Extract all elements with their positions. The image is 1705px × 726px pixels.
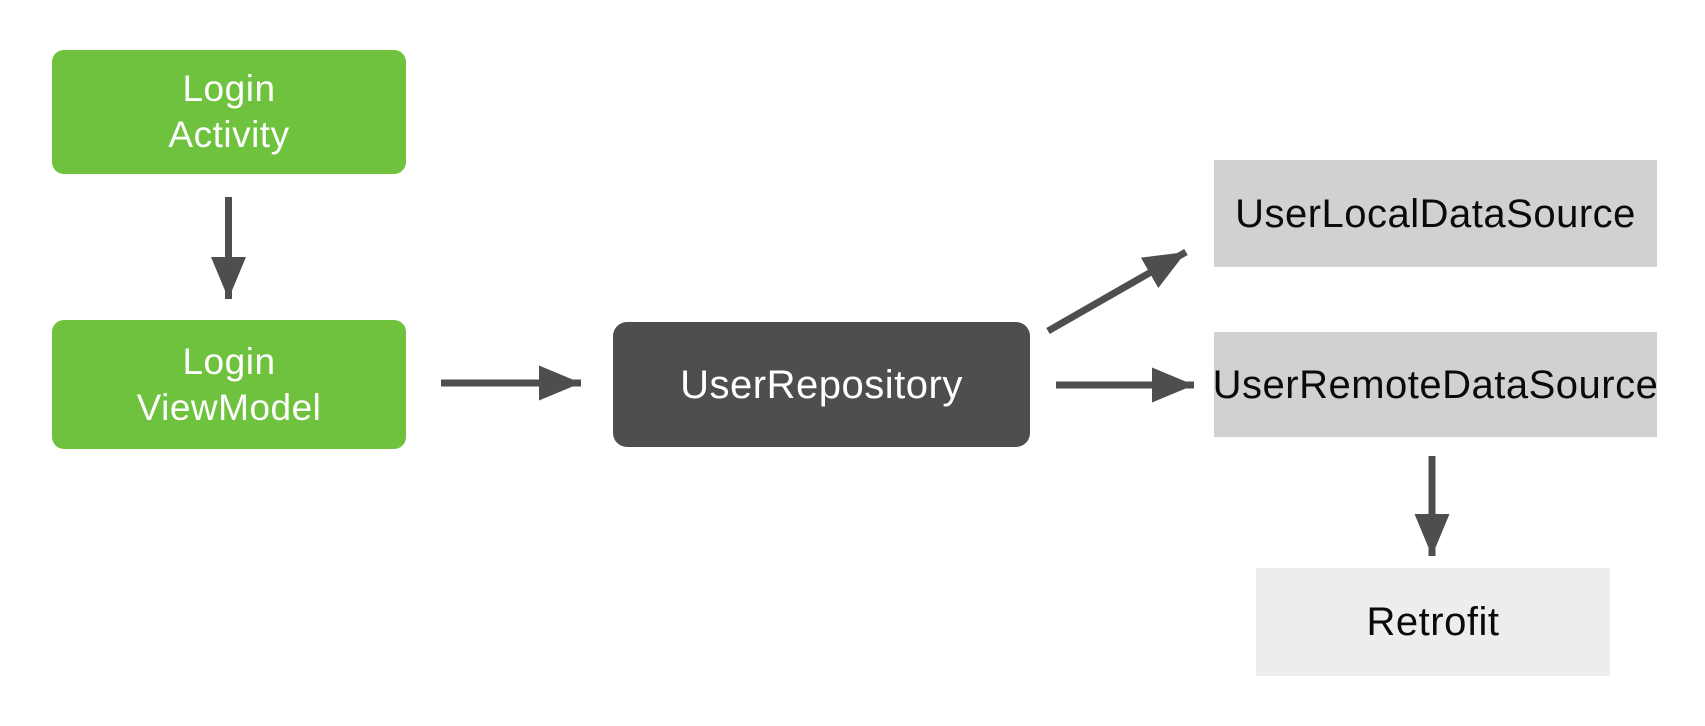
node-login-activity-label: Login Activity xyxy=(168,68,290,155)
node-user-remote-data-source: UserRemoteDataSource xyxy=(1212,332,1659,437)
node-user-local-data-source-label: UserLocalDataSource xyxy=(1235,191,1636,236)
node-user-repository: UserRepository xyxy=(613,322,1030,447)
node-login-viewmodel: Login ViewModel xyxy=(52,320,406,449)
node-user-local-data-source: UserLocalDataSource xyxy=(1214,160,1657,267)
node-user-remote-data-source-label: UserRemoteDataSource xyxy=(1212,362,1659,407)
node-login-activity: Login Activity xyxy=(52,50,406,174)
node-retrofit: Retrofit xyxy=(1256,568,1610,676)
edge-repository-to-local-arrow xyxy=(1046,248,1188,335)
node-user-repository-label: UserRepository xyxy=(680,362,963,407)
node-login-viewmodel-label: Login ViewModel xyxy=(136,340,322,428)
node-retrofit-label: Retrofit xyxy=(1366,600,1500,644)
